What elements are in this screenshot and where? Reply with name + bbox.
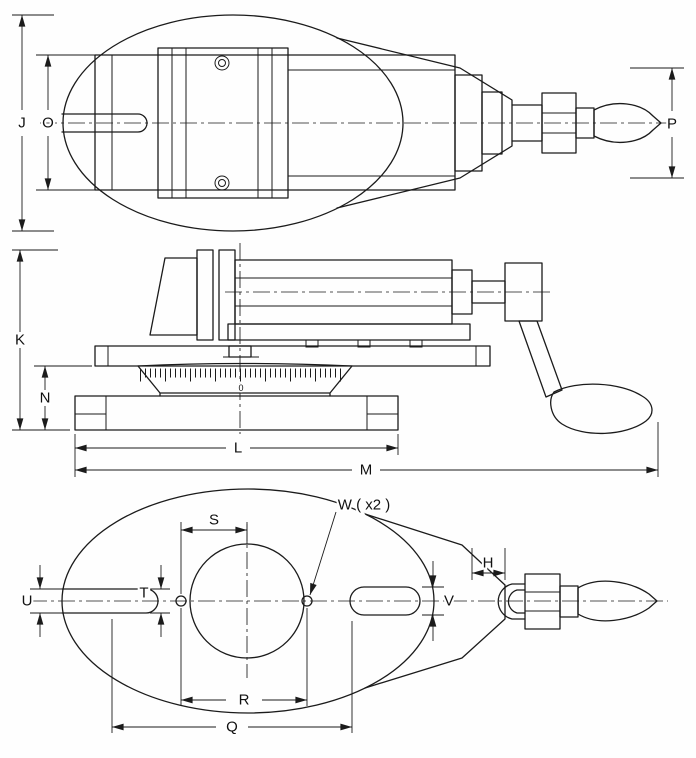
jaw-screw-top bbox=[214, 55, 230, 71]
dim-label-s: S bbox=[209, 512, 219, 529]
dim-J: J bbox=[12, 14, 54, 232]
dim-label-q: Q bbox=[226, 719, 238, 736]
scale-zero-label: 0 bbox=[238, 383, 243, 393]
dim-N: N bbox=[34, 365, 92, 430]
dim-label-k: K bbox=[15, 332, 25, 349]
movable-jaw-plate bbox=[218, 249, 236, 341]
crank-grip bbox=[550, 383, 653, 435]
dim-label-h: H bbox=[483, 555, 494, 572]
dim-R: R bbox=[180, 608, 308, 711]
crank-arm bbox=[518, 320, 563, 398]
ball-handle bbox=[593, 103, 662, 143]
swivel-scale-band bbox=[137, 362, 353, 397]
fixed-jaw bbox=[149, 257, 198, 336]
rail-bolt-2 bbox=[357, 339, 371, 348]
dim-label-t: T bbox=[139, 585, 148, 602]
dim-label-w: W ( x2 ) bbox=[338, 497, 391, 514]
hex-nut-bottom bbox=[524, 573, 561, 630]
dim-H: H bbox=[471, 548, 506, 580]
hex-facets bbox=[542, 112, 576, 134]
dim-label-v: V bbox=[444, 593, 454, 610]
dim-M: M bbox=[75, 422, 659, 481]
dim-label-n: N bbox=[40, 390, 51, 407]
dim-Q: Q bbox=[111, 619, 353, 738]
slide-plate bbox=[94, 345, 491, 367]
jaw-screw-bottom bbox=[214, 175, 230, 191]
front-view-dimensions: K N L M bbox=[12, 249, 659, 481]
dim-T: T bbox=[137, 565, 170, 637]
body-side-lines bbox=[235, 277, 452, 307]
fixed-jaw-plate bbox=[196, 249, 214, 341]
dim-label-m: M bbox=[360, 462, 373, 479]
jaw-screw-bottom-inner bbox=[218, 179, 226, 187]
rail-bolt-1 bbox=[305, 339, 319, 348]
dim-label-u: U bbox=[22, 593, 33, 610]
dim-S: S bbox=[180, 510, 248, 594]
front-view: 0 bbox=[74, 243, 653, 435]
jaw-screw-top-inner bbox=[218, 59, 226, 67]
dim-V: V bbox=[422, 561, 456, 641]
swivel-base bbox=[74, 395, 399, 431]
callout-W: W ( x2 ) bbox=[309, 495, 392, 596]
slide-plate-ends bbox=[107, 346, 477, 366]
dim-U: U bbox=[20, 565, 64, 637]
rail-bolt-3 bbox=[409, 339, 423, 348]
vise-body bbox=[94, 54, 456, 191]
dim-L: L bbox=[74, 434, 399, 477]
hex-facets-bottom bbox=[525, 591, 560, 612]
handle-neck-bottom bbox=[559, 585, 579, 618]
base-steps bbox=[75, 396, 398, 430]
bottom-view-dimensions: S W ( x2 ) H U T V bbox=[20, 495, 506, 738]
dim-label-o: O bbox=[42, 115, 54, 132]
ball-handle-bottom bbox=[577, 580, 658, 622]
dim-label-j: J bbox=[18, 115, 26, 132]
screw-clevis bbox=[497, 583, 526, 620]
bottom-view bbox=[30, 488, 668, 714]
guide-rail bbox=[227, 323, 471, 341]
dim-P: P bbox=[630, 67, 684, 179]
top-view bbox=[40, 14, 670, 232]
base-right-extension bbox=[336, 37, 513, 209]
dim-label-r: R bbox=[239, 692, 250, 709]
dim-label-p: P bbox=[667, 116, 677, 133]
dim-K: K bbox=[12, 249, 70, 431]
dim-label-l: L bbox=[234, 440, 242, 457]
dim-O: O bbox=[36, 54, 95, 191]
body-detail-lines bbox=[111, 55, 455, 190]
top-view-dimensions: J O P bbox=[12, 14, 684, 232]
